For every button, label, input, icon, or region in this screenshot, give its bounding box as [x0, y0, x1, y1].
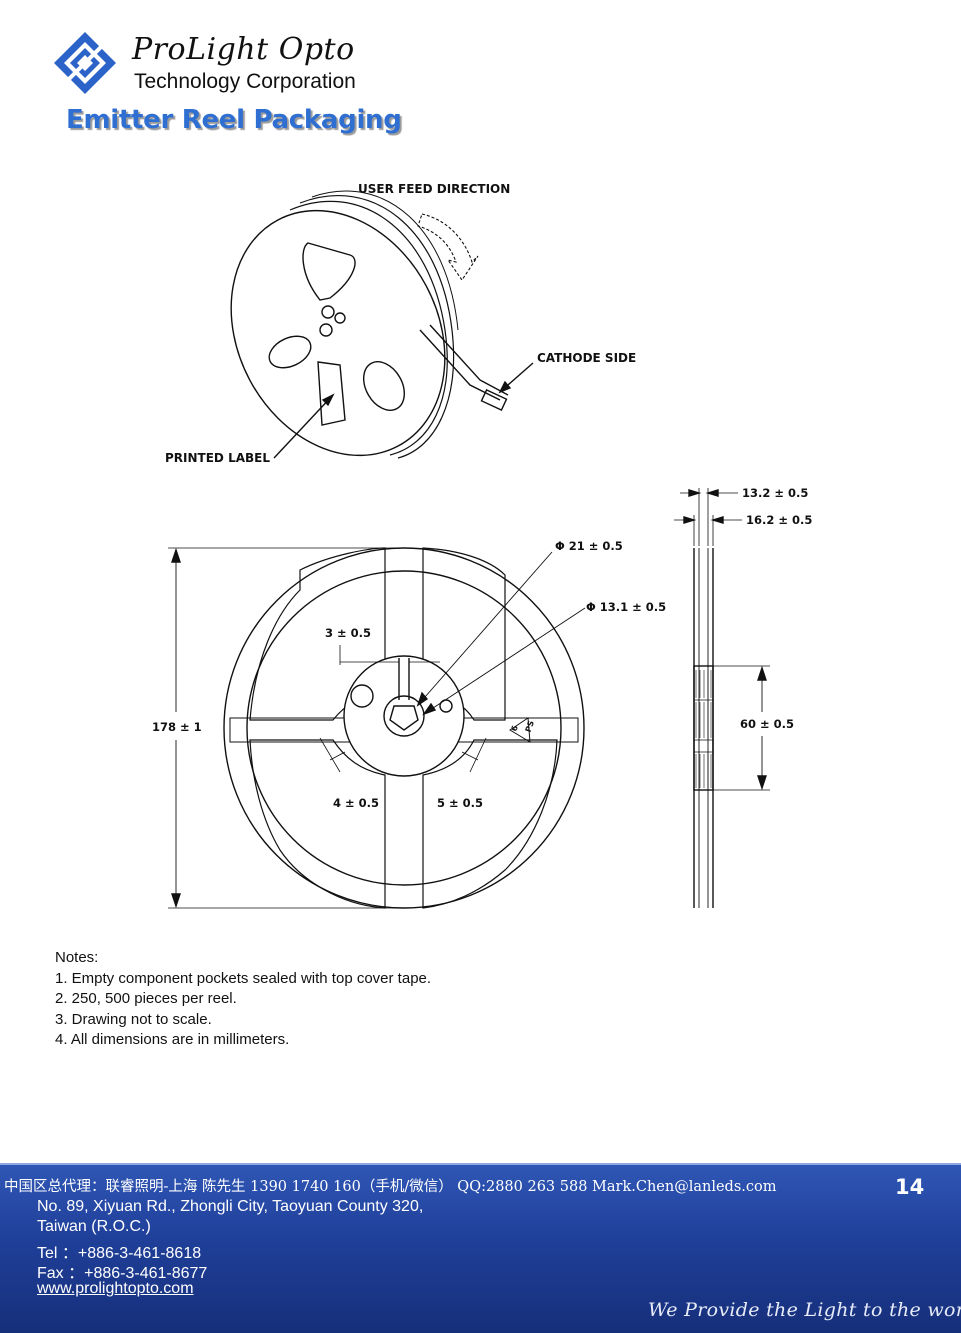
address-line-1: No. 89, Xiyuan Rd., Zhongli City, Taoyua… — [37, 1198, 424, 1215]
reel-technical-drawing — [168, 190, 770, 909]
feed-direction-label: USER FEED DIRECTION — [358, 182, 511, 196]
notes-section: Notes: 1. Empty component pockets sealed… — [55, 948, 431, 1051]
website-link[interactable]: www.prolightopto.com — [37, 1280, 194, 1297]
reel-front-view — [168, 547, 586, 909]
page-footer: 中国区总代理：联睿照明-上海 陈先生 1390 1740 160（手机/微信） … — [0, 1163, 961, 1333]
reel-side-view — [674, 488, 770, 908]
page-number: 14 — [895, 1175, 925, 1199]
outer-diameter-dimension: 178 ± 1 — [152, 720, 202, 734]
spoke-left-dimension: 4 ± 0.5 — [333, 796, 380, 810]
note-item: 3. Drawing not to scale. — [55, 1010, 212, 1028]
distributor-info: 中国区总代理：联睿照明-上海 陈先生 1390 1740 160（手机/微信） … — [4, 1179, 777, 1195]
note-item: 1. Empty component pockets sealed with t… — [55, 969, 432, 987]
page-title: Emitter Reel Packaging — [66, 105, 402, 135]
slot-dimension: 3 ± 0.5 — [325, 626, 372, 640]
inner-width-dimension: 13.2 ± 0.5 — [742, 486, 809, 500]
brand-name: ProLight Opto — [132, 32, 355, 67]
prolight-diamond-logo-icon — [54, 32, 116, 94]
hub-dimension: 60 ± 0.5 — [740, 717, 795, 731]
footer-divider — [0, 1163, 961, 1165]
notes-heading: Notes: — [55, 949, 99, 966]
reel-perspective-view — [230, 190, 534, 459]
diameter-13-dimension: Φ 13.1 ± 0.5 — [586, 600, 667, 614]
printed-label-label: PRINTED LABEL — [165, 451, 270, 465]
brand-subtitle: Technology Corporation — [134, 70, 356, 93]
fax: Fax ：+886-3-461-8677 — [37, 1265, 208, 1282]
address-line-2: Taiwan (R.O.C.) — [37, 1218, 151, 1235]
company-slogan: We Provide the Light to the world — [648, 1299, 961, 1321]
note-item: 4. All dimensions are in millimeters. — [55, 1031, 290, 1048]
diameter-21-dimension: Φ 21 ± 0.5 — [555, 539, 623, 553]
outer-width-dimension: 16.2 ± 0.5 — [746, 513, 813, 527]
spoke-right-dimension: 5 ± 0.5 — [437, 796, 484, 810]
cathode-side-label: CATHODE SIDE — [537, 351, 637, 365]
company-logo: ProLight Opto Technology Corporation — [52, 30, 402, 100]
note-item: 2. 250, 500 pieces per reel. — [55, 990, 237, 1007]
telephone: Tel ：+886-3-461-8618 — [37, 1245, 202, 1262]
